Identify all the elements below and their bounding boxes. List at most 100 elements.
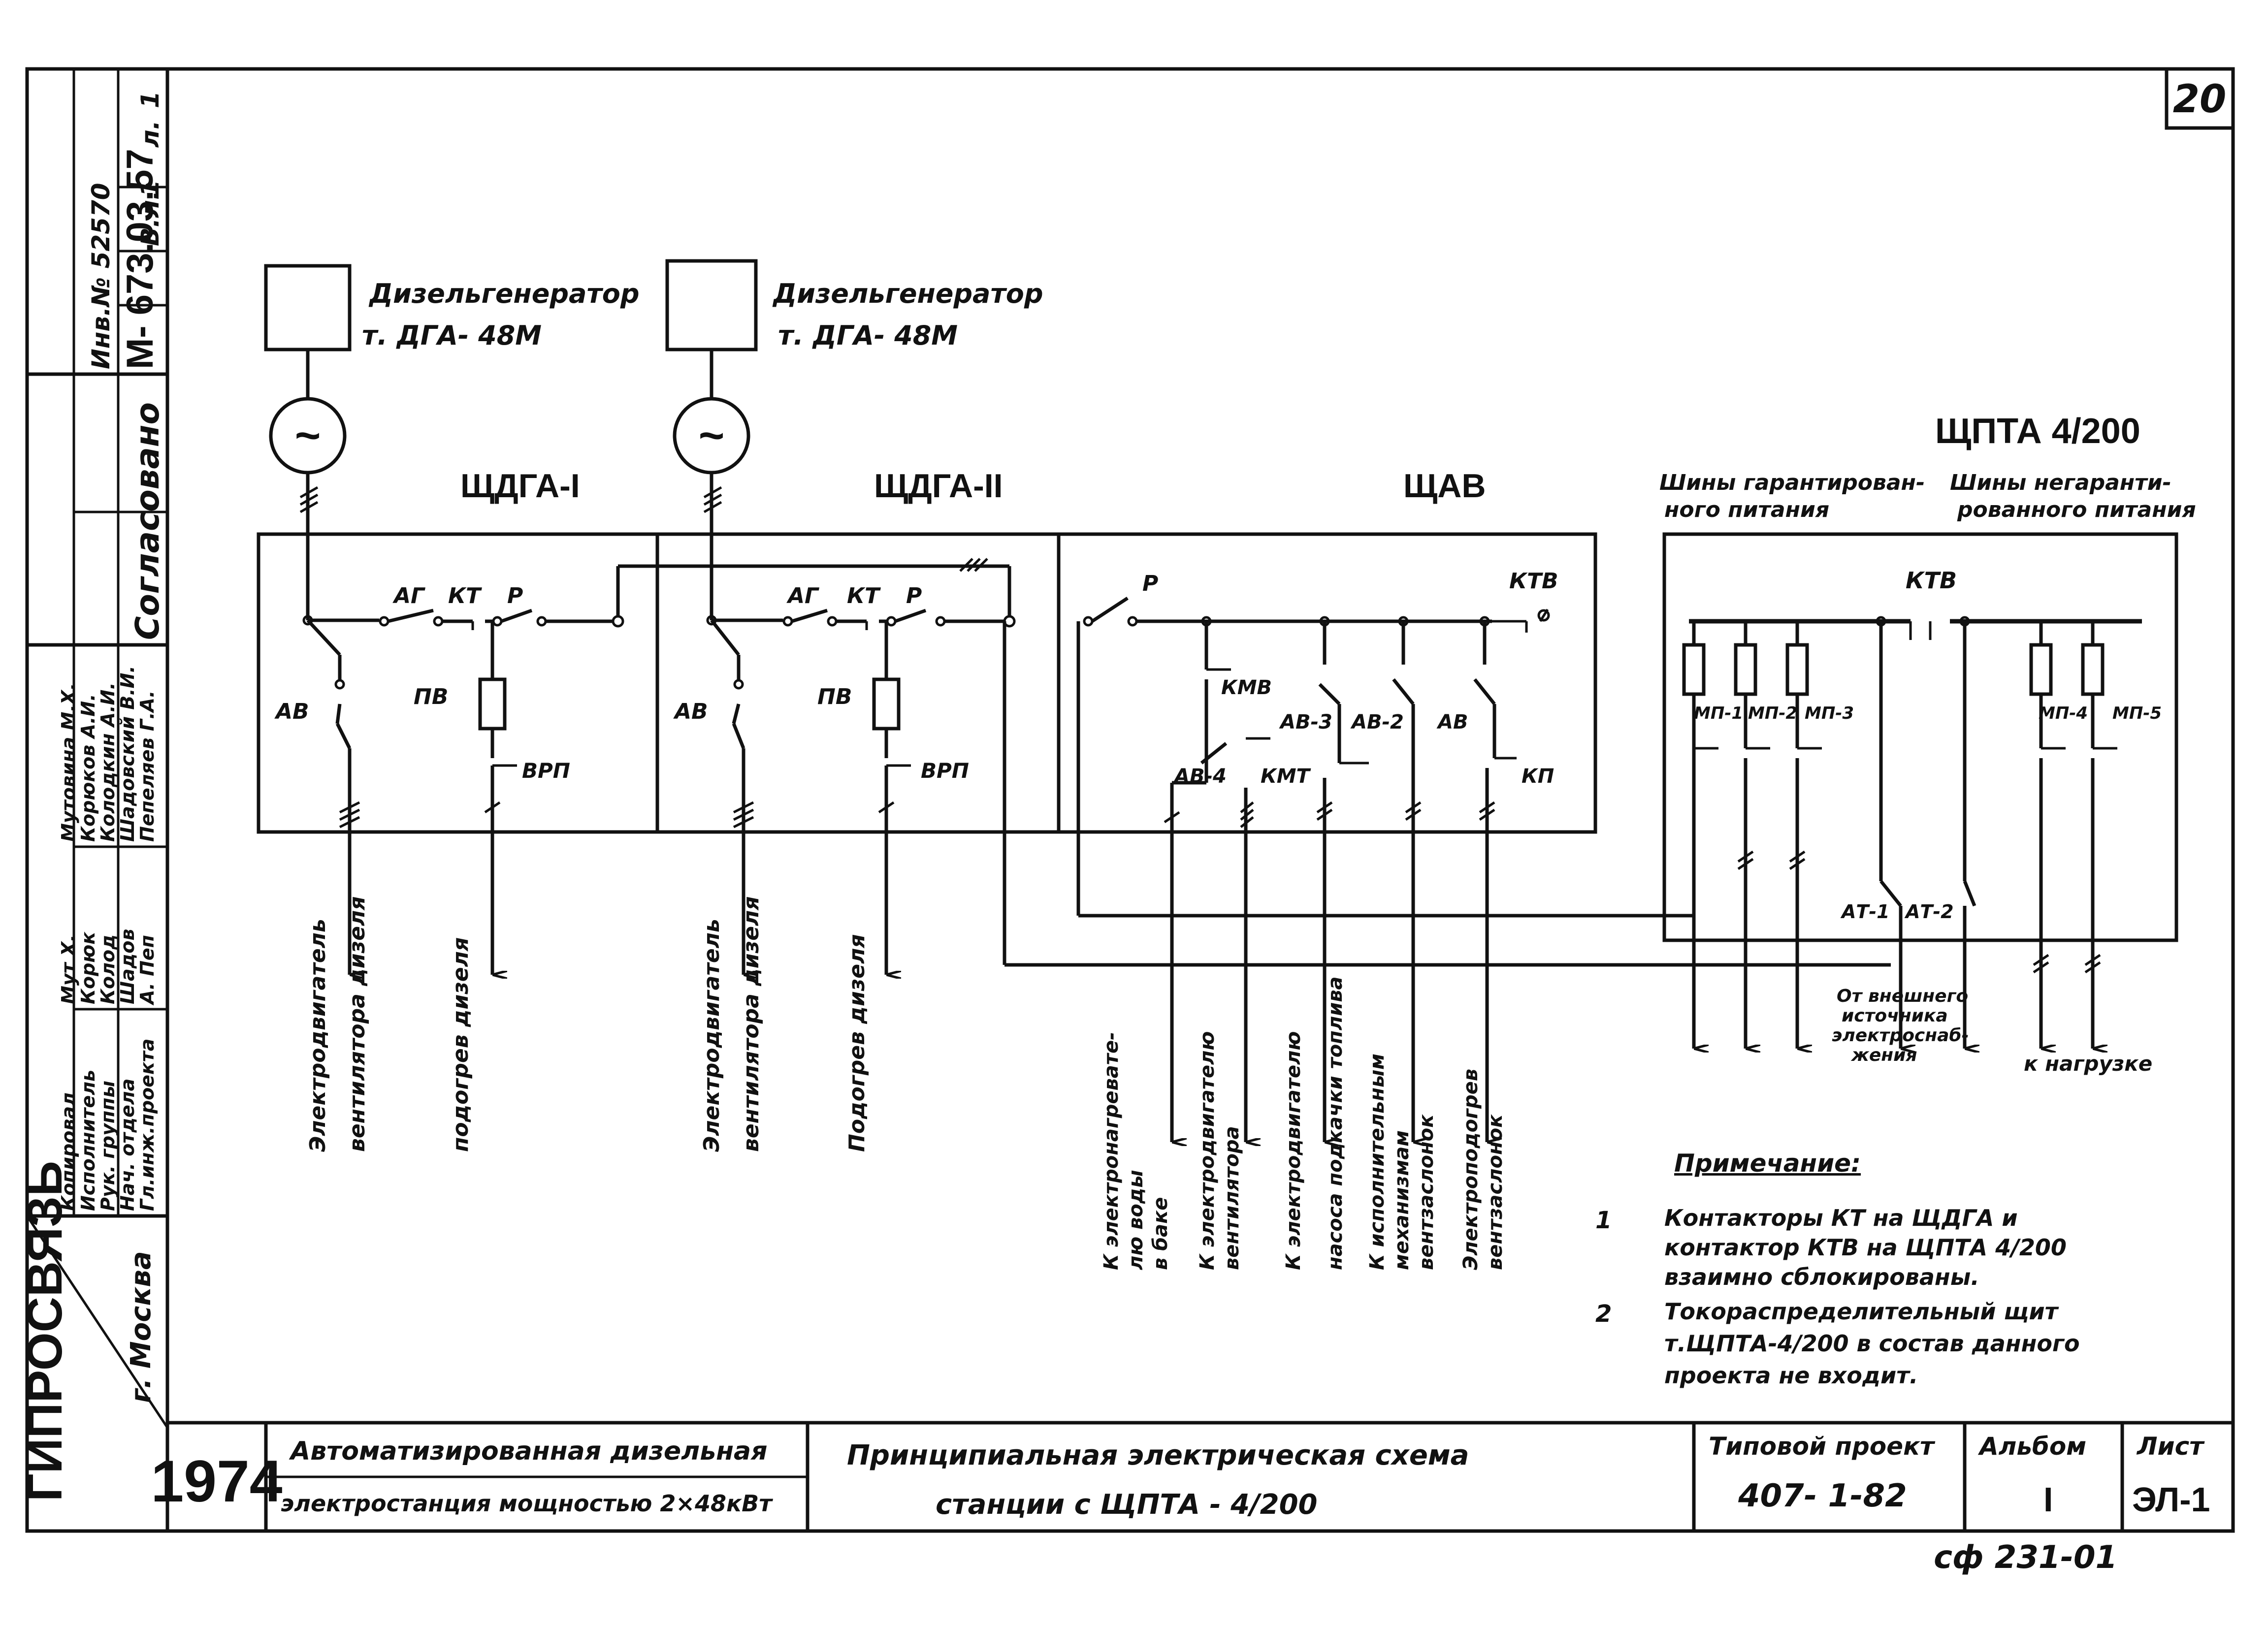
ext-source-1: От внешнего [1837,986,1968,1006]
p1-kt: КТ [448,583,482,608]
out1-c: подогрев дизеля [448,937,473,1152]
signature-2: Колод [97,934,119,1004]
p4-mp4: МП-4 [2039,703,2088,723]
p4-at1: АТ-1 [1840,901,1890,923]
p4-at2: АТ-2 [1904,901,1954,923]
out2-c: Подогрев дизеля [844,934,870,1152]
l-number: 1 [136,91,164,108]
panel-2-schematic: АВ АГ КТ Р ПВ ВРП [673,473,1891,975]
gen2-type: т. ДГА- 48М [778,320,958,351]
title-block: 1974 Автоматизированная дизельная электр… [151,1432,2210,1521]
p3-av4: АВ-4 [1173,765,1227,788]
diesel-box-2 [665,259,758,351]
role-3: Исполнитель [77,1070,99,1211]
p2-kt: КТ [847,583,881,608]
p3-av3: АВ-3 [1279,711,1332,734]
bus-nonguaranteed-2: рованного питания [1957,497,2196,522]
inventory-number: Инв.№ 52570 [87,183,115,369]
ext-source-2: источника [1842,1006,1948,1026]
out1-b: вентилятора дизеля [345,896,370,1152]
notes-title: Примечание: [1674,1149,1861,1178]
panel-title-1: ЩДГА-I [460,467,580,505]
p1-vrp: ВРП [522,759,570,783]
ac-symbol-2: ~ [699,411,725,460]
p3-av2: АВ-2 [1350,711,1404,734]
out7-b: вентзаслонок [1484,1114,1507,1270]
name-1: Шадовский В.И. [117,666,138,842]
album-label: Альбом [1977,1432,2086,1461]
name-4: Мутовина М.Х. [58,683,79,842]
to-load: к нагрузке [2024,1052,2152,1076]
note-2-line-3: проекта не входит. [1664,1362,1918,1389]
p2-vrp: ВРП [921,759,969,783]
panel-1-schematic: АВ АГ КТ Р ПВ ВРП [274,473,1009,975]
p4-mp2: МП-2 [1748,703,1797,723]
p3-kmv: КМВ [1221,676,1272,699]
p3-av: АВ [1436,711,1468,734]
diesel-box-1 [264,264,352,351]
drawing-code: М- 673.03.57 [119,149,161,369]
gen1-label: Дизельгенератор [368,278,640,309]
out3-b: лю воды [1125,1170,1147,1270]
out2-b: вентилятора дизеля [739,896,764,1152]
p1-r: Р [507,583,523,608]
note-2-line-1: Токораспределительный щит [1664,1298,2059,1325]
output-labels: Электродвигатель вентилятора дизеля подо… [305,896,1507,1270]
note-2-number: 2 [1595,1300,1612,1328]
vl-number: 1 [136,180,164,197]
out6-a: К исполнительным [1366,1053,1389,1270]
drawing-title-2: станции с ЩПТА - 4/200 [936,1489,1318,1521]
notes: Примечание: 1 Контакторы КТ на ЩДГА и ко… [1595,1149,2080,1389]
out5-a: К электродвигателю [1282,1031,1305,1270]
signature-1: Шадов [117,929,138,1004]
station-line-1: Автоматизированная дизельная [289,1436,768,1466]
p2-ag: АГ [786,583,819,608]
p2-r: Р [906,583,922,608]
note-1-number: 1 [1595,1207,1612,1234]
bus-guaranteed-2: ного питания [1664,497,1829,522]
note-1-line-1: Контакторы КТ на ЩДГА и [1664,1205,2018,1231]
p1-av: АВ [274,699,309,724]
note-1-line-2: контактор КТВ на ЩПТА 4/200 [1664,1234,2067,1261]
note-2-line-2: т.ЩПТА-4/200 в состав данного [1664,1330,2080,1357]
role-4: Копировал [58,1092,79,1211]
p4-mp3: МП-3 [1805,703,1854,723]
p3-r: Р [1142,571,1158,596]
panel-4-schematic: КТВ МП-1 МП-2 МП-3 АТ-1 АТ-2 [1682,567,2162,1076]
note-1-line-3: взаимно сблокированы. [1664,1264,1979,1290]
ext-source-3: электроснаб- [1832,1025,1969,1046]
sheet-number: 20 [2173,77,2227,122]
station-line-2: электростанция мощностью 2×48кВт [281,1490,773,1517]
sheet-label: Лист [2136,1432,2205,1461]
sheet-frame [25,67,2235,1533]
signature-3: Корюк [77,931,99,1004]
organization-name: ГИПРОСВЯЗЬ [17,1161,72,1501]
panel-title-4: ЩПТА 4/200 [1935,412,2140,451]
signature-4: Мут Х. [58,934,79,1004]
bus-guaranteed-1: Шины гарантирован- [1659,470,1925,495]
out6-c: вентзаслонок [1415,1114,1438,1270]
gen1-type: т. ДГА- 48М [362,320,542,351]
panel-3-schematic: Р КТВ КМВ АВ-4 КМТ АВ-3 [1076,569,1696,1142]
out4-a: К электродвигателю [1196,1031,1219,1270]
generator-1: ~ Дизельгенератор т. ДГА- 48М [264,264,640,475]
archive-stamp: сф 231-01 [1934,1539,2117,1576]
p3-ktv: КТВ [1509,569,1558,594]
bus-nonguaranteed-1: Шины негаранти- [1950,470,2171,495]
agreed-label: Согласовано [129,402,166,640]
l-label: л. [136,120,164,148]
out5-b: насоса подкачки топлива [1324,976,1347,1270]
generator-2: ~ Дизельгенератор т. ДГА- 48М [665,259,1043,475]
out6-b: механизмам [1391,1130,1413,1270]
panels-frame [257,532,1597,834]
out7-a: Электроподогрев [1459,1069,1482,1270]
project-label: Типовой проект [1709,1432,1936,1461]
p1-pv: ПВ [414,684,448,709]
p4-mp5: МП-5 [2112,703,2162,723]
city-name: г. Москва [125,1251,157,1403]
p1-ag: АГ [392,583,425,608]
out3-a: К электронагревате- [1100,1032,1123,1270]
role-2: Рук. группы [97,1081,119,1211]
name-3: Корюков А.И. [77,694,99,842]
